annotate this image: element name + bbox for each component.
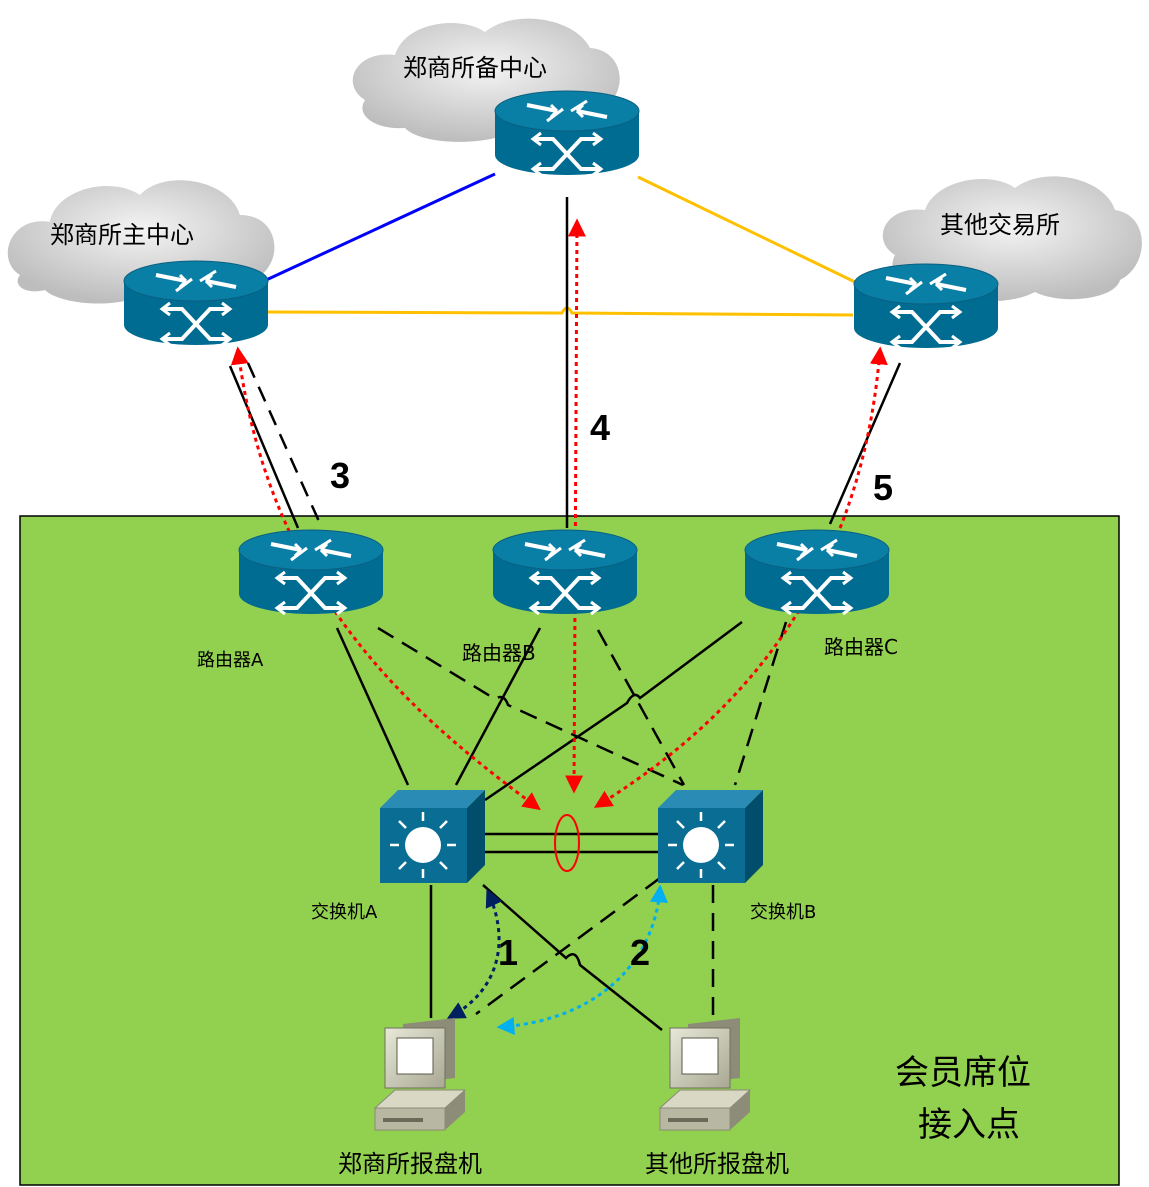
switch-b[interactable] <box>656 788 765 885</box>
uplink-main-routerA-dashed <box>246 362 324 529</box>
router-c[interactable] <box>743 528 891 616</box>
router-c-label: 路由器C <box>824 635 898 659</box>
link-main-backup <box>263 172 496 283</box>
router-a[interactable] <box>237 528 385 616</box>
path-number-2: 2 <box>630 932 650 973</box>
router-other-exchange[interactable] <box>852 262 1000 350</box>
area-label-line2: 接入点 <box>918 1105 1020 1145</box>
router-a-label: 路由器A <box>197 650 264 671</box>
switch-a[interactable] <box>378 788 487 885</box>
area-label-line1: 会员席位 <box>895 1053 1031 1093</box>
switch-b-label: 交换机B <box>750 902 816 923</box>
stack-ring <box>554 814 580 872</box>
router-backup-center[interactable] <box>493 89 641 177</box>
pc-zce-terminal[interactable] <box>374 1017 466 1131</box>
pc-other-terminal[interactable] <box>659 1017 751 1131</box>
zce-terminal-label: 郑商所报盘机 <box>338 1150 482 1178</box>
main-center-label: 郑商所主中心 <box>50 221 194 249</box>
path-4-arrow <box>565 218 586 794</box>
uplink-main-routerA-solid <box>228 365 300 529</box>
router-main-center[interactable] <box>122 259 270 347</box>
router-b-label: 路由器B <box>462 641 536 665</box>
path-number-5: 5 <box>873 467 893 508</box>
path-5-arrow <box>593 346 888 808</box>
link-main-other <box>267 306 854 317</box>
router-b[interactable] <box>491 528 639 616</box>
other-terminal-label: 其他所报盘机 <box>645 1150 789 1178</box>
path-number-3: 3 <box>330 455 350 496</box>
other-exchange-label: 其他交易所 <box>940 211 1060 239</box>
path-number-4: 4 <box>590 407 610 448</box>
switch-a-label: 交换机A <box>311 902 378 923</box>
backup-center-label: 郑商所备中心 <box>403 54 547 82</box>
path-2-arrow <box>496 884 668 1035</box>
path-1-arrow <box>446 888 503 1019</box>
path-number-1: 1 <box>498 932 518 973</box>
path-3-arrow <box>230 346 541 811</box>
link-backup-other <box>637 175 856 284</box>
